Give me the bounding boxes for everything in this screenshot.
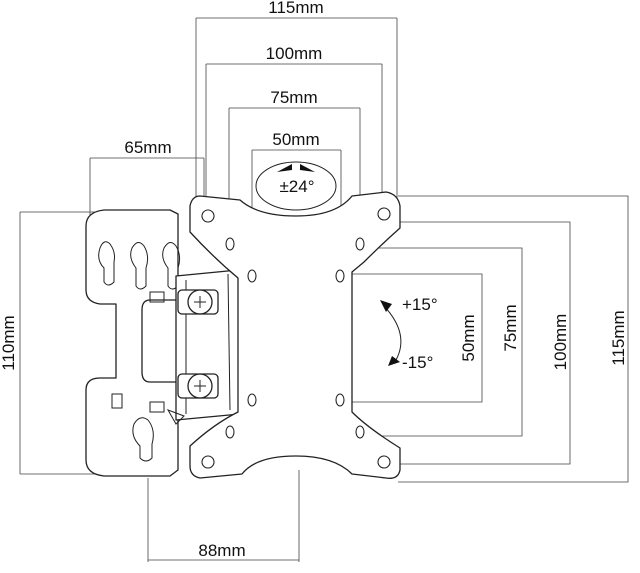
dimension-labels: 115mm 100mm 75mm 50mm 65mm ±24° +15° -15…	[0, 0, 628, 560]
tilt-arrow-right-icon	[300, 164, 315, 172]
angle-indicators	[277, 164, 402, 366]
keyhole-slot-icon	[98, 241, 115, 286]
swivel-arrow-up-icon	[380, 300, 392, 312]
hinge-arm	[166, 269, 241, 425]
label-tilt-range: ±24°	[279, 177, 314, 196]
tilt-lens	[255, 161, 337, 211]
mount-hole	[355, 425, 365, 439]
dimension-lines	[19, 17, 629, 562]
keyhole-slot-icon	[162, 242, 181, 290]
mount-hole	[355, 237, 365, 251]
dim-right-115	[398, 195, 629, 483]
mount-hole	[225, 425, 235, 439]
mount-hole	[335, 393, 345, 407]
label-right-75: 75mm	[501, 304, 520, 351]
mount-hole	[377, 207, 391, 221]
mount-hole	[247, 269, 257, 283]
label-swivel-down: -15°	[402, 353, 433, 372]
dim-right-100	[390, 221, 571, 465]
label-top-75: 75mm	[270, 88, 317, 107]
dim-top-115	[195, 17, 398, 200]
label-left-110: 110mm	[0, 315, 18, 370]
keyhole-slot-icon	[130, 242, 149, 290]
label-bottom-88: 88mm	[198, 541, 245, 560]
dim-right-50	[350, 273, 483, 403]
keyhole-slot-icon	[132, 417, 154, 462]
mount-hole	[201, 209, 215, 223]
dim-bottom-88	[147, 470, 300, 562]
swivel-arc	[383, 305, 402, 361]
label-right-100: 100mm	[551, 314, 570, 371]
wall-plate	[85, 209, 181, 477]
label-right-115: 115mm	[609, 310, 628, 365]
swivel-arrow-down-icon	[388, 356, 400, 366]
dim-right-75	[372, 247, 523, 437]
label-top-115: 115mm	[268, 0, 323, 17]
label-top-50: 50mm	[272, 130, 319, 149]
label-left-65: 65mm	[124, 138, 171, 157]
dim-left-65	[89, 157, 205, 216]
tilt-arrow-left-icon	[277, 164, 292, 172]
label-right-50: 50mm	[459, 314, 478, 361]
mount-hole	[201, 455, 215, 469]
label-top-100: 100mm	[266, 44, 323, 63]
mount-hole	[247, 393, 257, 407]
mount-hole	[377, 455, 391, 469]
mount-hole	[225, 237, 235, 251]
mount-hole	[335, 269, 345, 283]
vesa-plate	[189, 161, 401, 479]
label-swivel-up: +15°	[402, 295, 438, 314]
